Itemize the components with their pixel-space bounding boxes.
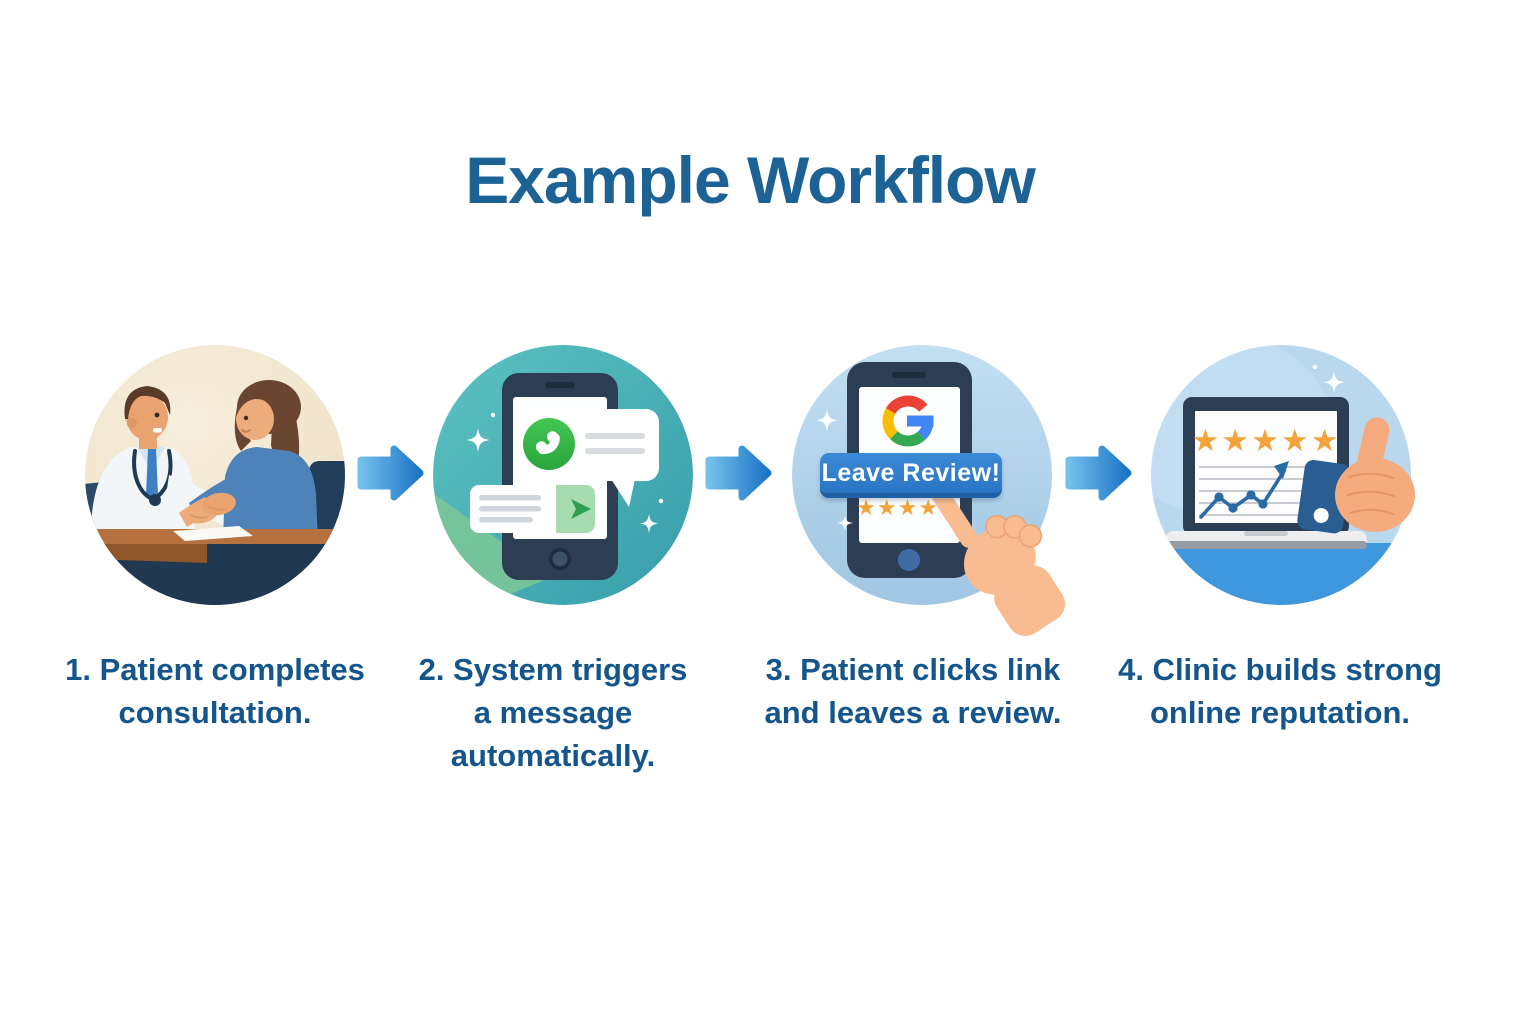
chat-bubble: [521, 409, 659, 507]
step-3-caption: 3. Patient clicks link and leaves a revi…: [733, 648, 1093, 734]
step-3-illustration: ★★★★★ Leave Review!: [792, 345, 1066, 636]
caption-line: a message: [473, 695, 633, 730]
sparkle-icon: [816, 409, 853, 531]
caption-line: 4. Clinic builds strong: [1118, 652, 1442, 687]
step-1-caption: 1. Patient completes consultation.: [35, 648, 395, 734]
sparkle-icon: [466, 412, 664, 533]
caption-line: 1. Patient completes: [65, 652, 365, 687]
step-2-caption: 2. System triggers a message automatical…: [373, 648, 733, 777]
star-rating: ★★★★★: [1192, 423, 1341, 459]
clasped-hands: [185, 492, 236, 524]
automated-phone-message-icon: [433, 345, 693, 605]
step-4-illustration: ★★★★★: [1151, 345, 1415, 605]
arrow-right-icon: [1065, 445, 1132, 501]
laptop-reputation-growth-icon: ★★★★★: [1151, 345, 1415, 605]
sparkle-icon: [1312, 364, 1345, 394]
pointing-hand-icon: [931, 486, 1066, 636]
caption-line: 2. System triggers: [418, 652, 688, 687]
doctor-patient-consultation-icon: [85, 345, 345, 605]
send-arrow-icon: [571, 499, 591, 519]
arrow-right-icon: [705, 445, 772, 501]
trend-chart: [1199, 461, 1289, 519]
thumbs-up-icon: [1297, 417, 1415, 534]
leave-review-button: Leave Review!: [820, 453, 1002, 498]
caption-line: consultation.: [118, 695, 312, 730]
step-4-caption: 4. Clinic builds strong online reputatio…: [1100, 648, 1460, 734]
arrow-up-icon: [1274, 461, 1289, 479]
caption-line: 3. Patient clicks link: [765, 652, 1061, 687]
desk-front: [89, 543, 207, 563]
arrow-right-icon: [357, 445, 424, 501]
laptop-base: [1165, 531, 1367, 549]
google-g-icon: [882, 395, 934, 447]
message-card: [470, 485, 600, 533]
step-1-illustration: [85, 345, 345, 605]
caption-line: and leaves a review.: [764, 695, 1062, 730]
paper: [173, 526, 253, 541]
page-title: Example Workflow: [465, 143, 1036, 217]
step-2-illustration: [433, 345, 693, 605]
caption-line: online reputation.: [1149, 695, 1411, 730]
patient-figure: [179, 380, 318, 543]
blue-lower-half: [1170, 543, 1392, 605]
caption-line: automatically.: [450, 738, 656, 773]
